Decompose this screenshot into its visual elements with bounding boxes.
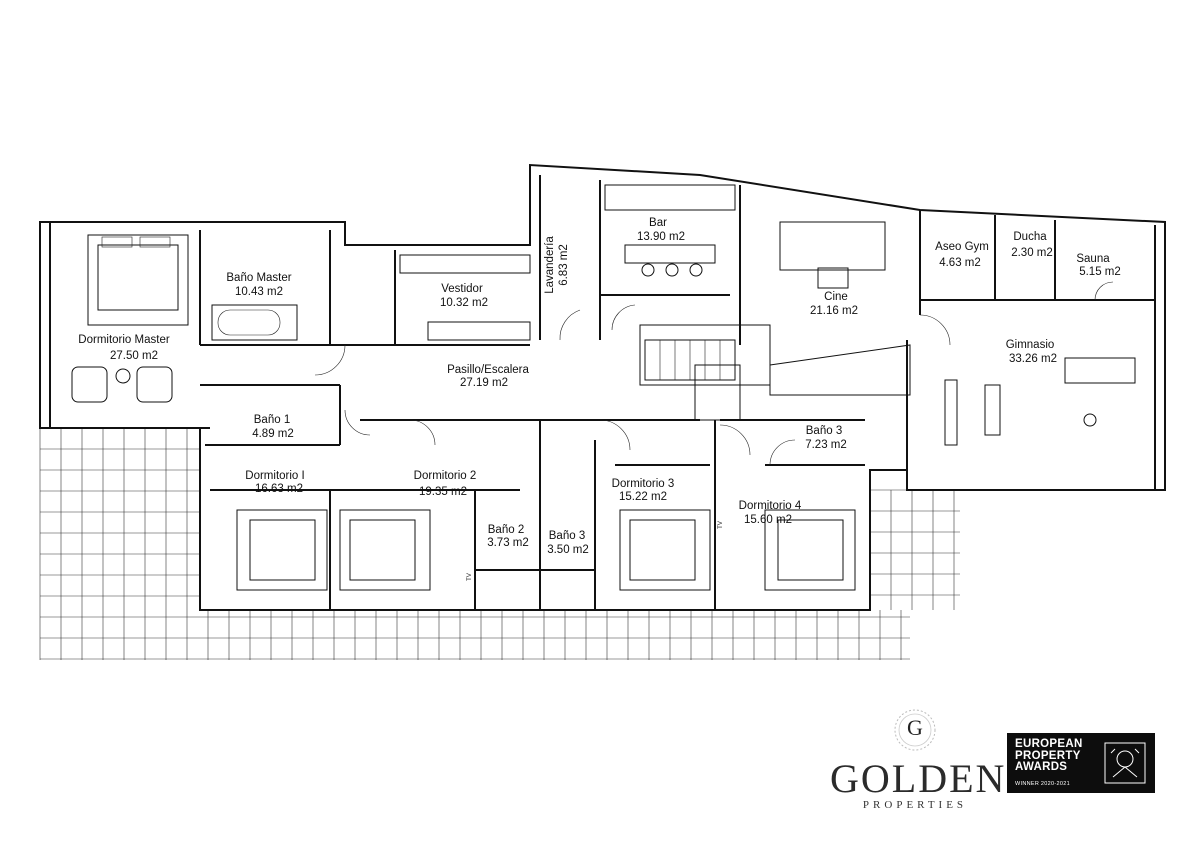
tv-label-1: TV bbox=[467, 573, 473, 581]
label-bano-master: Baño Master bbox=[226, 272, 291, 284]
european-property-awards-badge: EUROPEAN PROPERTY AWARDS WINNER 2020-202… bbox=[1007, 733, 1155, 793]
label-cine: Cine bbox=[824, 291, 848, 303]
tv-label-2: TV bbox=[718, 521, 724, 529]
label-dormitorio-2: Dormitorio 2 bbox=[414, 470, 477, 482]
area-dormitorio-2: 19.35 m2 bbox=[419, 486, 467, 498]
area-bano-2: 3.73 m2 bbox=[487, 537, 529, 549]
label-bano-2: Baño 2 bbox=[488, 524, 524, 536]
gym-equipment bbox=[944, 357, 1136, 446]
terrace-grid bbox=[39, 427, 960, 660]
label-bano-3a: Baño 3 bbox=[549, 530, 585, 542]
label-pasillo: Pasillo/Escalera bbox=[447, 364, 529, 376]
award-line-2: PROPERTY bbox=[1015, 749, 1081, 762]
area-vestidor: 10.32 m2 bbox=[440, 297, 488, 309]
area-bar: 13.90 m2 bbox=[637, 231, 685, 243]
label-gimnasio: Gimnasio bbox=[1006, 339, 1055, 351]
label-dormitorio-master: Dormitorio Master bbox=[78, 334, 170, 346]
area-sauna: 5.15 m2 bbox=[1079, 266, 1121, 278]
vestidor-closets bbox=[399, 254, 531, 341]
area-pasillo: 27.19 m2 bbox=[460, 377, 508, 389]
area-dormitorio-master: 27.50 m2 bbox=[110, 350, 158, 362]
area-dormitorio-3: 15.22 m2 bbox=[619, 491, 667, 503]
area-bano-master: 10.43 m2 bbox=[235, 286, 283, 298]
brand-name: GOLDEN bbox=[830, 756, 1007, 801]
crest-icon bbox=[1104, 742, 1146, 784]
area-bano-3a: 3.50 m2 bbox=[547, 544, 589, 556]
staircase bbox=[639, 324, 911, 421]
area-dormitorio-1: 16.63 m2 bbox=[255, 483, 303, 495]
label-sauna: Sauna bbox=[1076, 253, 1110, 265]
bar-counter bbox=[604, 184, 736, 277]
outer-walls bbox=[39, 163, 1166, 611]
area-dormitorio-4: 15.60 m2 bbox=[744, 514, 792, 526]
label-bano-3b: Baño 3 bbox=[806, 425, 842, 437]
area-cine: 21.16 m2 bbox=[810, 305, 858, 317]
label-bar: Bar bbox=[649, 217, 667, 229]
bed-dormitorio-4 bbox=[764, 509, 856, 591]
award-sub: WINNER 2020-2021 bbox=[1015, 781, 1070, 787]
label-bano-1: Baño 1 bbox=[254, 414, 290, 426]
label-lavanderia: Lavandería bbox=[544, 236, 556, 294]
bathtub bbox=[211, 304, 298, 341]
label-dormitorio-4: Dormitorio 4 bbox=[739, 500, 802, 512]
bed-dormitorio-3 bbox=[619, 509, 711, 591]
room-labels: Dormitorio Master 27.50 m2 Baño Master 1… bbox=[78, 217, 1120, 581]
award-line-3: AWARDS bbox=[1015, 761, 1068, 773]
interior-walls bbox=[199, 175, 1156, 610]
doors bbox=[314, 281, 1114, 466]
cinema-sofa bbox=[779, 221, 886, 289]
area-ducha: 2.30 m2 bbox=[1011, 247, 1053, 259]
master-bed bbox=[87, 234, 189, 326]
area-gimnasio: 33.26 m2 bbox=[1009, 353, 1057, 365]
label-dormitorio-3: Dormitorio 3 bbox=[612, 478, 675, 490]
golden-properties-logo: G GOLDEN PROPERTIES bbox=[830, 705, 1007, 815]
area-bano-3b: 7.23 m2 bbox=[805, 439, 847, 451]
label-vestidor: Vestidor bbox=[441, 283, 483, 295]
brand-sub: PROPERTIES bbox=[862, 799, 968, 811]
area-bano-1: 4.89 m2 bbox=[252, 428, 294, 440]
label-ducha: Ducha bbox=[1013, 231, 1047, 243]
bed-dormitorio-1 bbox=[236, 509, 328, 591]
area-aseo-gym: 4.63 m2 bbox=[939, 257, 981, 269]
area-lavanderia: 6.83 m2 bbox=[558, 244, 570, 286]
label-dormitorio-1: Dormitorio I bbox=[245, 470, 304, 482]
logo-seal: G bbox=[886, 705, 944, 755]
label-aseo-gym: Aseo Gym bbox=[935, 241, 989, 253]
lounge-chairs bbox=[71, 366, 173, 403]
bed-dormitorio-2 bbox=[339, 509, 431, 591]
award-line-1: EUROPEAN bbox=[1015, 738, 1083, 750]
